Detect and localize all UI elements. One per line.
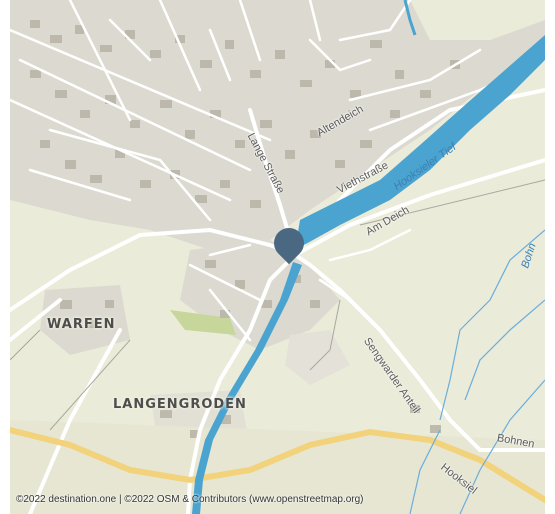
pale-ground-east bbox=[10, 420, 545, 514]
map-base-layer bbox=[10, 0, 545, 514]
field-paths bbox=[10, 179, 545, 431]
north-stream bbox=[403, 0, 417, 36]
place-label-langengroden: LANGENGRODEN bbox=[113, 397, 247, 412]
field-green bbox=[170, 310, 236, 335]
map-canvas[interactable]: WARFEN LANGENGRODEN Lange Straße Altende… bbox=[10, 0, 545, 514]
place-label-warfen: WARFEN bbox=[47, 317, 116, 332]
hooksieler-tief-water bbox=[295, 35, 545, 250]
canal-water bbox=[192, 262, 302, 514]
industrial-area bbox=[285, 330, 350, 385]
buildings bbox=[30, 20, 460, 438]
map-attribution: ©2022 destination.one | ©2022 OSM & Cont… bbox=[16, 494, 364, 505]
major-road bbox=[10, 427, 545, 503]
drainage-ditches bbox=[409, 229, 545, 514]
